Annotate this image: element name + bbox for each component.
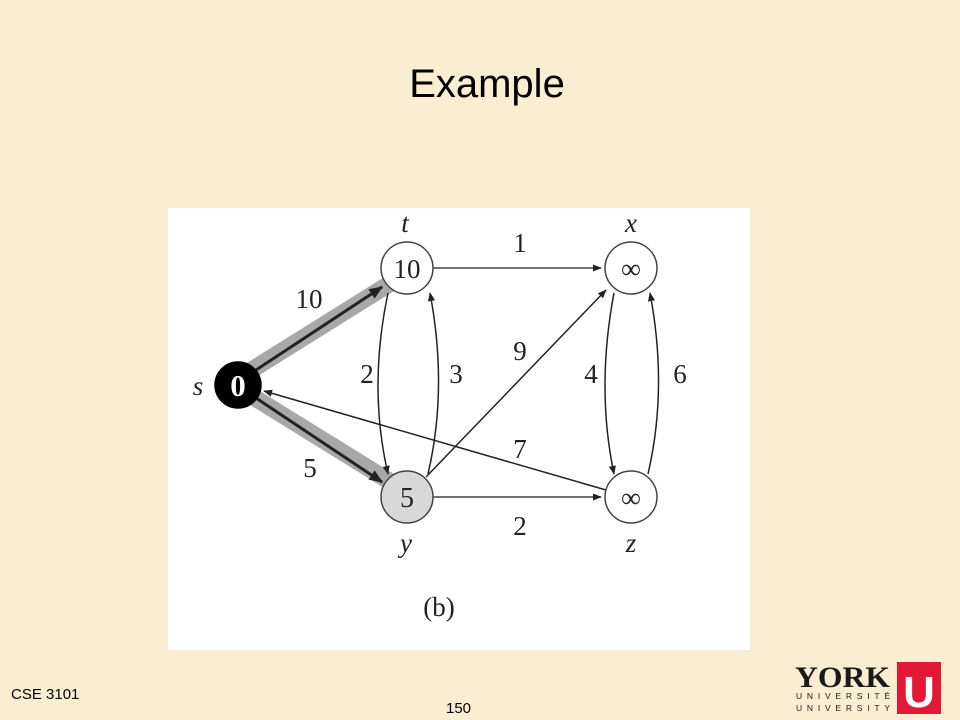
edge-s-t [255,285,384,372]
logo-u-letter: U [903,668,935,716]
york-university-logo: YORK UNIVERSITÉ UNIVERSITY U [795,661,941,716]
graph-figure: 0 10 ∞ 5 ∞ s t x y z 10 5 1 2 3 9 4 6 7 … [168,208,750,650]
weight-t-y: 2 [360,359,374,389]
weight-s-t: 10 [296,284,323,314]
weight-z-s: 7 [513,434,527,464]
node-z-value: ∞ [621,483,641,514]
weight-z-x: 6 [673,359,687,389]
graph-diagram: 0 10 ∞ 5 ∞ s t x y z 10 5 1 2 3 9 4 6 7 … [193,208,687,622]
weight-y-x: 9 [513,336,527,366]
edge-x-z [604,292,616,475]
weight-y-z: 2 [513,511,527,541]
logo-wordmark: YORK [795,661,891,694]
node-s [214,361,262,409]
logo-line-en: UNIVERSITY [796,703,890,713]
node-t-label: t [401,208,410,238]
edge-s-y [255,396,384,484]
page-number: 150 [446,700,472,717]
edge-z-x [647,292,660,475]
weight-x-z: 4 [584,359,598,389]
node-y-value: 5 [400,483,414,514]
node-t-value: 10 [394,254,421,284]
node-y [380,470,434,524]
edge-t-y [377,292,390,475]
edge-y-t [427,292,440,475]
course-code: CSE 3101 [11,686,80,703]
weight-y-t: 3 [449,359,463,389]
node-t [380,241,434,295]
node-s-value: 0 [230,368,246,403]
logo-red-square [897,662,941,714]
node-z-label: z [625,528,637,558]
node-y-label: y [397,528,412,558]
node-z [604,470,658,524]
figure-caption: (b) [423,592,454,622]
node-x [604,241,658,295]
node-s-label: s [193,371,204,401]
edge-z-s [263,389,607,491]
node-x-label: x [624,208,637,238]
node-x-value: ∞ [621,254,641,285]
weight-t-x: 1 [513,228,527,258]
slide-title: Example [409,62,565,106]
weight-s-y: 5 [303,453,317,483]
